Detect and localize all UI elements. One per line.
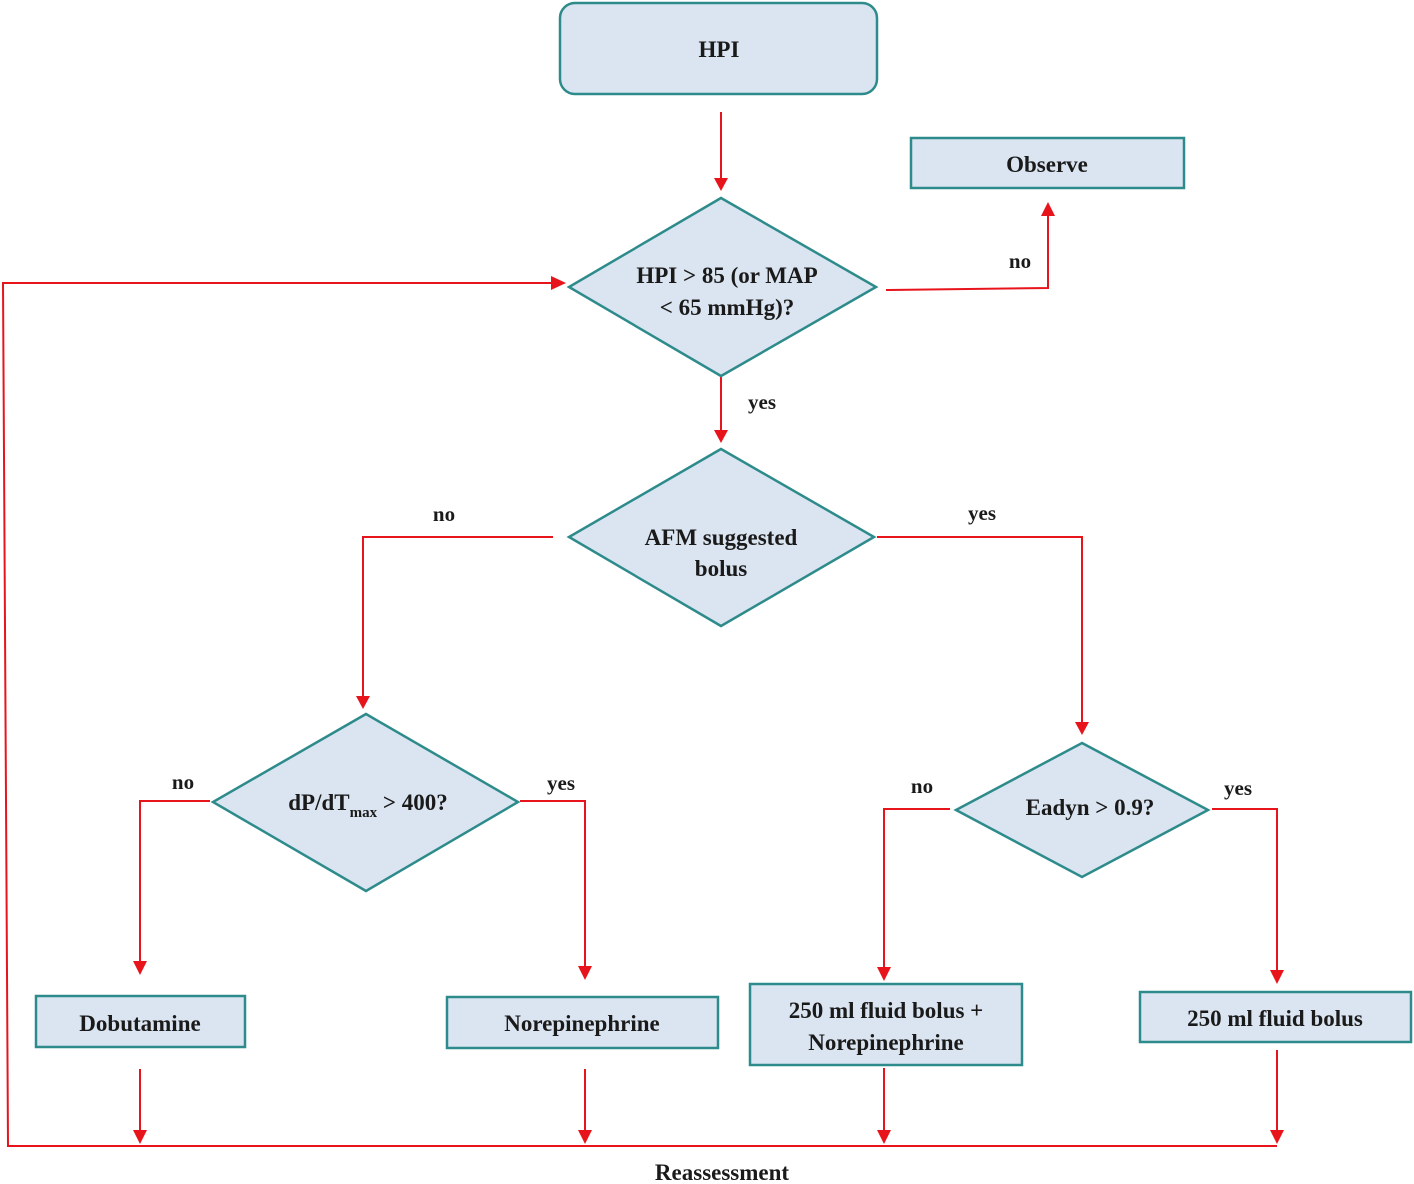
edge-label-hpi-yes: yes — [748, 390, 776, 414]
decision-dpdt: dP/dTmax > 400? — [210, 712, 521, 893]
node-observe: Observe — [909, 136, 1186, 190]
arrowhead-icon — [551, 276, 566, 290]
decision-hpi: HPI > 85 (or MAP < 65 mmHg)? — [566, 196, 879, 378]
edge-label-dpdt-no: no — [172, 770, 194, 794]
connector-eadyn-to-fluid-bolus — [1212, 808, 1278, 970]
arrowhead-icon — [1270, 970, 1284, 984]
connectors — [1, 112, 1284, 1147]
connector-afm-to-dpdt — [362, 536, 553, 696]
decision-dpdt-label: dP/dTmax > 400? — [288, 790, 447, 821]
decision-eadyn: Eadyn > 0.9? — [953, 741, 1211, 879]
arrowhead-icon — [133, 1130, 147, 1144]
arrowhead-icon — [1075, 722, 1089, 735]
node-fluid-norepinephrine: 250 ml fluid bolus + Norepinephrine — [748, 982, 1024, 1067]
connector-afm-to-eadyn — [877, 536, 1083, 722]
arrowhead-icon — [877, 1130, 891, 1144]
decision-dpdt-suffix: > 400? — [377, 790, 448, 815]
arrowhead-icon — [714, 178, 728, 191]
arrowhead-icon — [877, 967, 891, 981]
decision-hpi-label-line2: < 65 mmHg)? — [660, 295, 794, 320]
edge-label-afm-yes: yes — [968, 501, 996, 525]
decision-afm-label-line2: bolus — [695, 556, 747, 581]
node-norepinephrine: Norepinephrine — [445, 995, 720, 1050]
edge-label-hpi-no: no — [1009, 249, 1031, 273]
reassessment-label: Reassessment — [655, 1160, 789, 1184]
node-dobutamine-label: Dobutamine — [79, 1011, 200, 1036]
decision-hpi-label-line1: HPI > 85 (or MAP — [636, 263, 817, 288]
connector-decision-to-observe — [885, 215, 1049, 291]
connector-dpdt-to-dobutamine — [139, 800, 210, 961]
node-hpi: HPI — [558, 1, 879, 96]
edge-label-dpdt-yes: yes — [547, 771, 575, 795]
arrowhead-icon — [578, 1130, 592, 1144]
node-dobutamine: Dobutamine — [34, 994, 247, 1049]
arrowhead-icon — [1270, 1130, 1284, 1144]
node-observe-label: Observe — [1006, 152, 1088, 177]
edge-label-eadyn-yes: yes — [1224, 776, 1252, 800]
arrowhead-icon — [1041, 202, 1055, 216]
decision-dpdt-subscript: max — [350, 805, 378, 821]
node-fluid-norepinephrine-line2: Norepinephrine — [808, 1030, 963, 1055]
node-fluid-norepinephrine-line1: 250 ml fluid bolus + — [789, 998, 984, 1023]
connector-dpdt-to-norepinephrine — [520, 800, 586, 966]
decision-dpdt-prefix: dP/dT — [288, 790, 349, 815]
edge-label-eadyn-no: no — [911, 774, 933, 798]
node-fluid-bolus: 250 ml fluid bolus — [1138, 990, 1413, 1044]
decision-eadyn-label: Eadyn > 0.9? — [1026, 795, 1155, 820]
arrowhead-icon — [578, 966, 592, 980]
arrowhead-icon — [714, 430, 728, 443]
connector-eadyn-to-fluid-norepi — [883, 808, 950, 967]
decision-afm: AFM suggested bolus — [566, 447, 877, 628]
edge-label-afm-no: no — [433, 502, 455, 526]
node-fluid-bolus-label: 250 ml fluid bolus — [1187, 1006, 1363, 1031]
connector-reassessment-loop — [1, 282, 1277, 1147]
arrowhead-icon — [356, 696, 370, 709]
node-norepinephrine-label: Norepinephrine — [504, 1011, 659, 1036]
arrowhead-icon — [133, 961, 147, 975]
node-hpi-label: HPI — [699, 37, 740, 62]
decision-afm-label-line1: AFM suggested — [645, 525, 798, 550]
